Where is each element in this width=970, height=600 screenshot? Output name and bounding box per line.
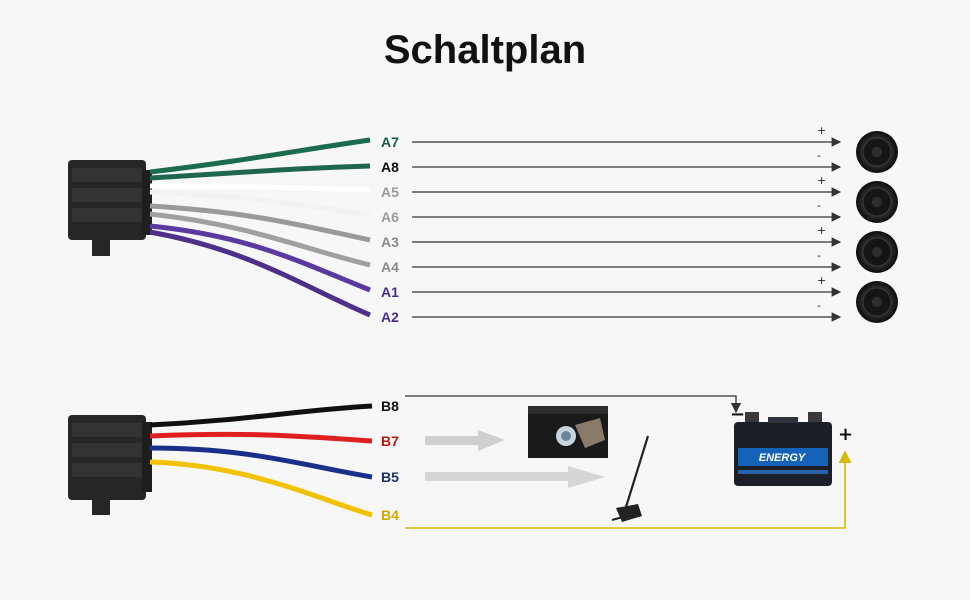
wire-label-a5: A5: [381, 184, 399, 200]
polarity-sign: -: [817, 199, 821, 212]
wire-label-a4: A4: [381, 259, 399, 275]
polarity-sign: -: [817, 249, 821, 262]
wire-label-a1: A1: [381, 284, 399, 300]
wire-label-a3: A3: [381, 234, 399, 250]
battery-plus-sign: +: [838, 424, 853, 445]
b5-arrow: [425, 466, 605, 488]
wire-label-a6: A6: [381, 209, 399, 225]
antenna-icon: [611, 435, 650, 522]
b7-arrow: [425, 430, 505, 451]
polarity-sign: -: [817, 149, 821, 162]
wire-label-a8: A8: [381, 159, 399, 175]
polarity-sign: -: [817, 299, 821, 312]
wire-label-b5: B5: [381, 469, 399, 485]
b4-route: [405, 450, 852, 529]
page-title: Schaltplan: [383, 28, 587, 72]
wire-label-b8: B8: [381, 398, 399, 414]
polarity-sign: +: [817, 124, 826, 137]
speaker-wires: [149, 137, 371, 318]
battery-icon: ENERGY: [734, 412, 832, 486]
ignition-key-image: [528, 406, 608, 458]
speaker-icon: [856, 131, 898, 173]
battery-brand-label: ENERGY: [759, 452, 807, 464]
b8-route: [405, 395, 742, 414]
polarity-sign: +: [817, 174, 826, 187]
wire-label-a7: A7: [381, 134, 399, 150]
speaker-icon: [856, 281, 898, 323]
wire-label-b4: B4: [381, 507, 399, 523]
power-wires: [149, 403, 373, 518]
polarity-sign: +: [817, 224, 826, 237]
power-connector: [68, 415, 152, 515]
battery-minus-sign: −: [730, 404, 745, 425]
wire-label-a2: A2: [381, 309, 399, 325]
speaker-connector: [68, 160, 152, 256]
polarity-sign: +: [817, 274, 826, 287]
speaker-icon: [856, 231, 898, 273]
speaker-icon: [856, 181, 898, 223]
wire-label-b7: B7: [381, 433, 399, 449]
